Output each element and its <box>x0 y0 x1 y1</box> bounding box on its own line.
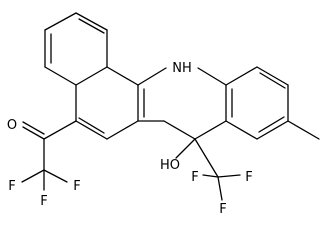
atom-label-fluorine: F <box>219 202 226 217</box>
atom-label-fluorine: F <box>40 194 47 209</box>
atom-label-fluorine: F <box>73 179 80 194</box>
bond <box>78 18 105 34</box>
bond <box>21 169 45 183</box>
bond <box>44 12 77 31</box>
bond <box>106 120 139 140</box>
bonds <box>21 12 320 201</box>
bond <box>43 169 68 183</box>
atom-label-oxygen: O <box>7 118 17 133</box>
bond <box>137 67 167 86</box>
bond <box>106 66 139 86</box>
bond <box>175 138 196 159</box>
bond <box>258 116 285 133</box>
atom-label-fluorine: F <box>191 170 198 185</box>
bond <box>163 120 196 140</box>
bond <box>197 67 227 86</box>
bond <box>259 72 286 89</box>
atom-label-fluorine: F <box>8 179 15 194</box>
bond <box>225 66 258 86</box>
atom-labels: NH O HO F F F F F F <box>7 61 253 217</box>
bond <box>43 120 77 140</box>
atom-label-nh: NH <box>172 61 192 76</box>
bond <box>75 120 108 140</box>
atom-label-fluorine: F <box>245 170 252 185</box>
bond <box>256 66 289 86</box>
bond <box>44 66 77 86</box>
atom-label-hydroxyl: HO <box>160 158 180 173</box>
bond <box>75 12 108 31</box>
bond <box>75 66 108 86</box>
bond <box>194 138 219 178</box>
bond <box>217 174 241 178</box>
bond <box>256 120 289 140</box>
bond <box>225 120 258 140</box>
bond <box>78 117 105 134</box>
bond <box>194 120 227 140</box>
bond <box>22 126 45 140</box>
bond <box>22 121 45 135</box>
bond <box>217 176 223 201</box>
molecule-structure: NH O HO F F F F F F <box>7 12 320 217</box>
bond <box>202 174 219 178</box>
bond <box>287 120 320 140</box>
